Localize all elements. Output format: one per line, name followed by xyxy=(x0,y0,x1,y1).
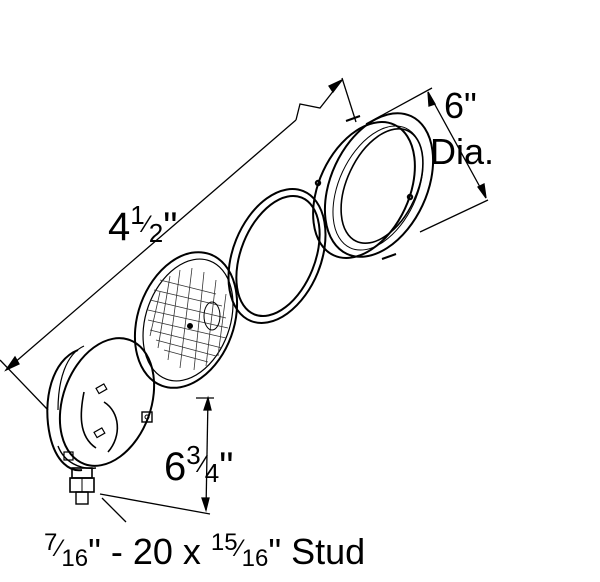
lamp-center-mark xyxy=(187,323,193,329)
housing-shell xyxy=(46,349,83,472)
lens-flute xyxy=(155,339,217,357)
diameter-value-label: 6" xyxy=(444,85,477,126)
lens-flute xyxy=(149,299,227,319)
housing-front-rim xyxy=(58,337,156,467)
lens-flute xyxy=(205,279,217,367)
lamp-lens-flutes xyxy=(147,267,229,371)
lens-flute xyxy=(163,349,209,363)
wire-lead-right xyxy=(103,401,119,453)
lamp-lens-face xyxy=(142,258,234,382)
lens-flute xyxy=(147,319,227,339)
lens-flute xyxy=(149,329,223,349)
mount-tab-left xyxy=(63,451,74,461)
housing-shell-edge xyxy=(57,345,85,411)
height-arrow-bottom xyxy=(201,497,210,513)
height-dimension-line xyxy=(205,397,209,511)
depth-dimension-line xyxy=(5,119,297,371)
mount-tab-hole xyxy=(144,414,150,420)
depth-extension-right xyxy=(341,77,357,123)
depth-extension-left xyxy=(0,359,49,411)
bezel xyxy=(312,112,435,260)
diameter-arrow-top xyxy=(427,91,436,107)
lens-flute xyxy=(157,275,171,349)
mount-tab-right xyxy=(141,411,153,423)
wire-connector-left xyxy=(95,383,108,395)
lens-flute xyxy=(217,293,227,357)
diameter-arrow-bottom xyxy=(477,183,487,199)
lens-flute xyxy=(149,291,161,337)
depth-dimension xyxy=(0,77,357,411)
ring-inner xyxy=(235,194,321,318)
height-extension-bottom xyxy=(99,493,211,515)
height-label: 63⁄4" xyxy=(164,440,233,489)
bezel-screw-hole-right xyxy=(406,193,414,201)
bezel-rim-bottom xyxy=(381,253,397,260)
bezel-outer-back xyxy=(312,121,416,259)
housing xyxy=(46,337,156,505)
depth-label: 41⁄2" xyxy=(108,200,177,249)
ring-outer xyxy=(227,188,327,324)
lens-flute xyxy=(179,267,193,369)
bezel-inner-opening xyxy=(340,127,424,245)
stud-label: 7⁄16" - 20 x 15⁄16" Stud xyxy=(44,529,365,572)
depth-arrow-left xyxy=(4,355,20,372)
diameter-extension-bottom xyxy=(419,199,489,233)
height-arrow-top xyxy=(203,395,212,411)
bezel-inner-lip xyxy=(332,125,424,251)
wire-lead-left xyxy=(80,391,97,449)
bezel-outer-front xyxy=(323,112,435,258)
sealed-beam-lamp xyxy=(133,251,239,389)
stud-leader-line xyxy=(101,497,127,523)
lens-flute xyxy=(167,269,181,361)
depth-arrow-right xyxy=(328,79,343,94)
diameter-dimension-line xyxy=(427,91,487,199)
lamp-rim xyxy=(133,251,239,389)
lens-flute xyxy=(193,271,205,371)
height-dimension xyxy=(99,395,214,515)
wire-connector-right xyxy=(93,427,106,439)
bezel-screw-hole-left xyxy=(314,179,322,187)
bezel-rim-top xyxy=(345,115,361,122)
stud-shaft xyxy=(75,491,89,505)
lens-flute xyxy=(147,309,229,329)
lamp-highlight xyxy=(203,301,221,331)
diameter-suffix-label: Dia. xyxy=(430,131,494,172)
retaining-ring xyxy=(227,188,327,324)
depth-break-mark xyxy=(295,79,343,121)
